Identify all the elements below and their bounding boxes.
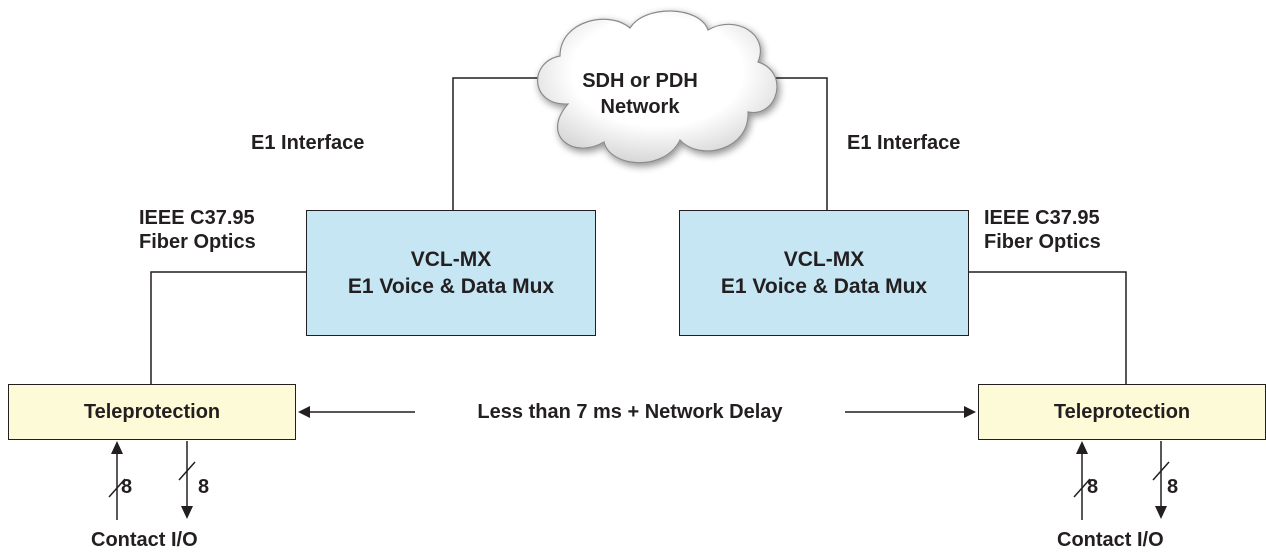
left-output-bus-width: 8	[198, 476, 210, 498]
left-contact-io-label: Contact I/O	[91, 529, 198, 551]
left-mux-box: VCL-MX E1 Voice & Data Mux	[306, 210, 596, 336]
left-fiber-label-line1: IEEE C37.95	[139, 207, 255, 229]
network-label-line2: Network	[600, 96, 680, 118]
network-label: SDH or PDH Network	[540, 68, 740, 120]
left-fiber-link	[150, 271, 306, 384]
left-e1-link	[452, 77, 553, 210]
delay-arrowhead-left	[298, 406, 310, 418]
right-fiber-label-line2: Fiber Optics	[984, 231, 1101, 253]
right-teleprotection-label: Teleprotection	[1053, 400, 1191, 423]
left-input-bus-slash	[108, 478, 126, 498]
right-mux-box: VCL-MX E1 Voice & Data Mux	[679, 210, 969, 336]
left-input-bus-width: 8	[121, 476, 133, 498]
left-mux-model: VCL-MX	[410, 248, 492, 271]
delay-label: Less than 7 ms + Network Delay	[425, 400, 835, 424]
right-e1-link	[760, 77, 828, 210]
delay-arrowhead-right	[964, 406, 976, 418]
left-teleprotection-label: Teleprotection	[83, 400, 221, 423]
right-mux-model: VCL-MX	[783, 248, 865, 271]
right-e1-interface-label: E1 Interface	[847, 132, 961, 154]
left-teleprotection-box: Teleprotection	[8, 384, 296, 440]
left-input-arrowhead	[111, 441, 123, 454]
right-output-arrowhead	[1155, 506, 1167, 519]
left-e1-interface-label: E1 Interface	[251, 132, 365, 154]
left-fiber-label-line2: Fiber Optics	[139, 231, 256, 253]
right-input-bus-slash	[1073, 478, 1091, 498]
right-input-bus-width: 8	[1087, 476, 1099, 498]
right-fiber-label-line1: IEEE C37.95	[984, 207, 1100, 229]
left-mux-description: E1 Voice & Data Mux	[347, 275, 555, 298]
right-fiber-label: IEEE C37.95 Fiber Optics	[984, 206, 1101, 254]
network-cloud	[537, 10, 778, 164]
right-output-bus-width: 8	[1167, 476, 1179, 498]
right-fiber-link	[969, 271, 1127, 384]
right-teleprotection-box: Teleprotection	[978, 384, 1266, 440]
left-output-bus-slash	[178, 461, 196, 481]
right-input-arrowhead	[1076, 441, 1088, 454]
right-contact-io-label: Contact I/O	[1057, 529, 1164, 551]
left-fiber-label: IEEE C37.95 Fiber Optics	[139, 206, 256, 254]
right-output-bus-slash	[1152, 461, 1170, 481]
right-mux-description: E1 Voice & Data Mux	[720, 275, 928, 298]
network-label-line1: SDH or PDH	[582, 70, 698, 92]
left-output-arrowhead	[181, 506, 193, 519]
